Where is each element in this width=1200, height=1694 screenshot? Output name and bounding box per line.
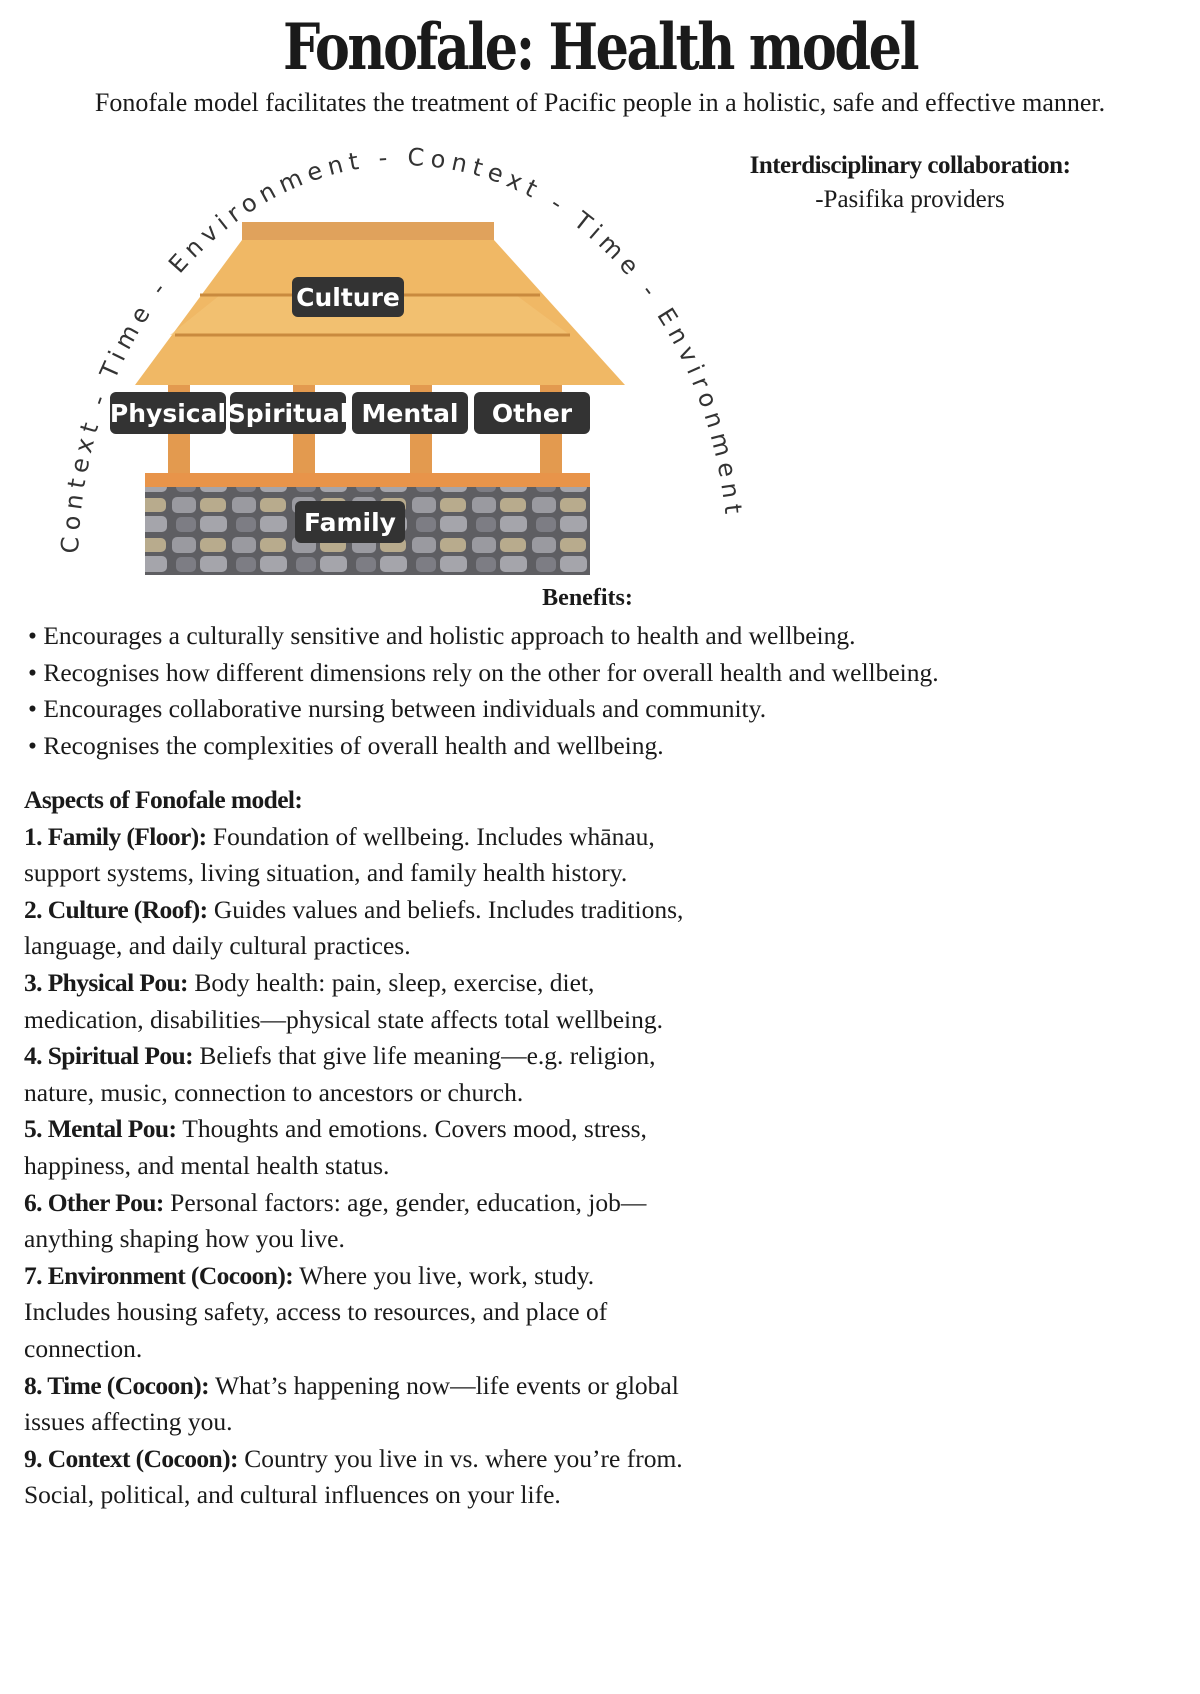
cocoon-label-context: Context (56, 418, 104, 553)
pou-labels: Physical Spiritual Mental Other (110, 392, 590, 434)
cocoon-separator: - (635, 278, 663, 302)
pou-spiritual: Spiritual (228, 399, 349, 428)
collaboration-section: Interdisciplinary collaboration: -Pasifi… (700, 152, 1120, 214)
fonofale-diagram: Context - Time - Environment - Context -… (56, 143, 747, 575)
aspect-item: 1. Family (Floor): Foundation of wellbei… (24, 821, 655, 888)
aspect-item: 9. Context (Cocoon): Country you live in… (24, 1443, 683, 1510)
list-item: Encourages a culturally sensitive and ho… (28, 618, 939, 655)
cocoon-label-environment: Environment (651, 303, 747, 516)
aspect-item: 2. Culture (Roof): Guides values and bel… (24, 894, 684, 961)
svg-text:Culture: Culture (296, 283, 400, 312)
cocoon-separator: - (546, 189, 569, 218)
roof-ridge (242, 222, 494, 240)
pou-mental: Mental (361, 399, 458, 428)
list-item: Encourages collaborative nursing between… (28, 691, 939, 728)
benefits-heading: Benefits: (542, 585, 633, 611)
page-title: Fonofale: Health model (282, 10, 920, 85)
svg-text:Family: Family (304, 508, 396, 537)
cocoon-separator: - (144, 276, 172, 301)
collaboration-heading: Interdisciplinary collaboration: (749, 152, 1071, 179)
aspect-item: 3. Physical Pou: Body health: pain, slee… (24, 967, 663, 1034)
aspect-item: 4. Spiritual Pou: Beliefs that give life… (24, 1041, 656, 1107)
pou-physical: Physical (110, 399, 226, 428)
pou-other: Other (492, 399, 573, 428)
aspects-heading: Aspects of Fonofale model: (24, 785, 303, 814)
aspect-item: 7. Environment (Cocoon): Where you live,… (24, 1260, 608, 1363)
benefits-list: Encourages a culturally sensitive and ho… (28, 618, 939, 765)
aspect-item: 5. Mental Pou: Thoughts and emotions. Co… (24, 1114, 647, 1180)
culture-label: Culture (292, 277, 404, 317)
cocoon-label-context: Context (407, 143, 543, 204)
list-item: Recognises the complexities of overall h… (28, 728, 939, 765)
aspect-item: 6. Other Pou: Personal factors: age, gen… (24, 1187, 647, 1254)
page-subtitle: Fonofale model facilitates the treatment… (94, 88, 1106, 117)
cocoon-label-time: Time (568, 206, 645, 281)
family-label: Family (295, 501, 405, 543)
collaboration-item: -Pasifika providers (815, 186, 1005, 213)
cocoon-separator: - (378, 144, 390, 173)
aspects-section: Aspects of Fonofale model: 1. Family (Fl… (24, 782, 684, 1514)
aspect-item: 8. Time (Cocoon): What’s happening now—l… (24, 1370, 679, 1437)
list-item: Recognises how different dimensions rely… (28, 655, 938, 692)
